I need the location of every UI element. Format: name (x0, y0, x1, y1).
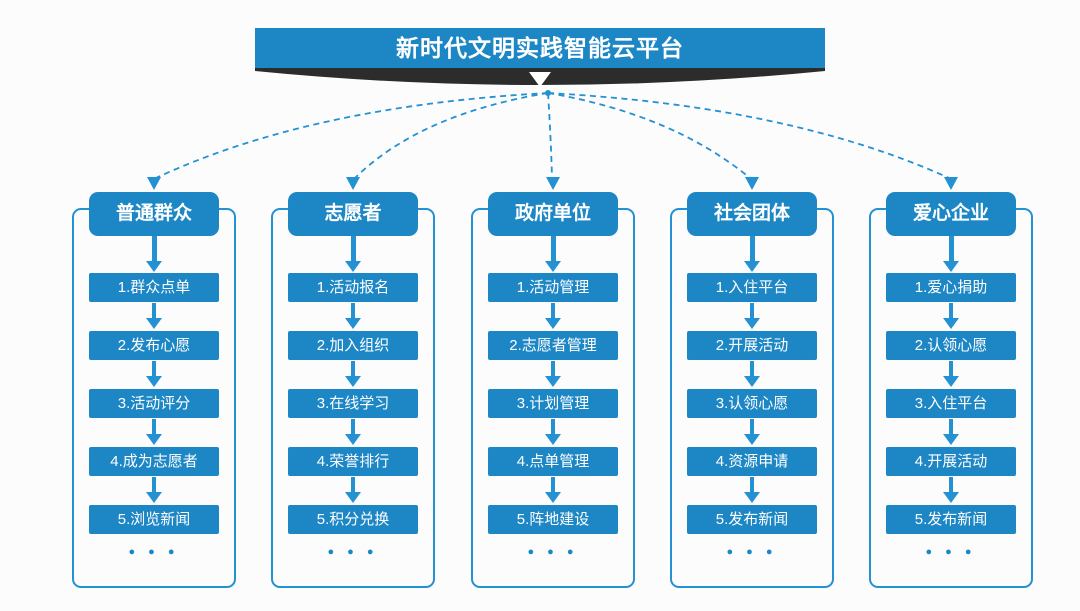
column-social-organizations: 社会团体 1.入住平台 2.开展活动 3.认领心愿 4.资源申请 5.发布新闻 … (670, 192, 834, 602)
more-dots: ● ● ● (327, 546, 379, 558)
more-dots: ● ● ● (128, 546, 180, 558)
column-government-units: 政府单位 1.活动管理 2.志愿者管理 3.计划管理 4.点单管理 5.阵地建设… (471, 192, 635, 602)
step-box: 5.发布新闻 (687, 505, 817, 534)
step-box: 2.发布心愿 (89, 331, 219, 360)
more-dots: ● ● ● (925, 546, 977, 558)
column-header: 政府单位 (488, 192, 618, 236)
more-dots: ● ● ● (726, 546, 778, 558)
step-box: 5.积分兑换 (288, 505, 418, 534)
step-box: 1.活动管理 (488, 273, 618, 302)
step-box: 2.开展活动 (687, 331, 817, 360)
column-volunteers: 志愿者 1.活动报名 2.加入组织 3.在线学习 4.荣誉排行 5.积分兑换 ●… (271, 192, 435, 602)
down-arrow-icon (943, 419, 959, 445)
down-arrow-icon (345, 361, 361, 387)
step-box: 3.计划管理 (488, 389, 618, 418)
down-arrow-icon (943, 477, 959, 503)
step-box: 5.浏览新闻 (89, 505, 219, 534)
more-dots: ● ● ● (527, 546, 579, 558)
step-box: 5.阵地建设 (488, 505, 618, 534)
down-arrow-icon (345, 419, 361, 445)
down-arrow-icon (545, 361, 561, 387)
connector-arrowhead-1 (147, 177, 161, 190)
down-arrow-icon (943, 361, 959, 387)
step-box: 1.入住平台 (687, 273, 817, 302)
step-box: 4.成为志愿者 (89, 447, 219, 476)
down-arrow-icon (146, 236, 162, 272)
step-box: 4.开展活动 (886, 447, 1016, 476)
step-box: 1.爱心捐助 (886, 273, 1016, 302)
connector-arrowhead-4 (745, 177, 759, 190)
column-caring-enterprises: 爱心企业 1.爱心捐助 2.认领心愿 3.入住平台 4.开展活动 5.发布新闻 … (869, 192, 1033, 602)
down-arrow-icon (545, 236, 561, 272)
down-arrow-icon (146, 477, 162, 503)
step-box: 4.点单管理 (488, 447, 618, 476)
column-header: 爱心企业 (886, 192, 1016, 236)
connector-curve-4 (547, 92, 751, 179)
step-box: 4.荣誉排行 (288, 447, 418, 476)
down-arrow-icon (943, 236, 959, 272)
down-arrow-icon (744, 303, 760, 329)
down-arrow-icon (943, 303, 959, 329)
down-arrow-icon (744, 477, 760, 503)
down-arrow-icon (345, 236, 361, 272)
ribbon-down-arrow-icon (529, 72, 551, 87)
down-arrow-icon (545, 303, 561, 329)
connector-curve-3 (547, 92, 553, 179)
step-box: 3.认领心愿 (687, 389, 817, 418)
connector-arrowhead-2 (346, 177, 360, 190)
step-box: 2.认领心愿 (886, 331, 1016, 360)
connector-arrowhead-3 (546, 177, 560, 190)
connector-lines (147, 67, 958, 190)
page-title: 新时代文明实践智能云平台 (255, 28, 825, 68)
down-arrow-icon (146, 361, 162, 387)
down-arrow-icon (545, 477, 561, 503)
down-arrow-icon (146, 303, 162, 329)
step-box: 2.加入组织 (288, 331, 418, 360)
step-box: 1.活动报名 (288, 273, 418, 302)
column-header: 普通群众 (89, 192, 219, 236)
step-box: 3.活动评分 (89, 389, 219, 418)
down-arrow-icon (545, 419, 561, 445)
down-arrow-icon (345, 477, 361, 503)
down-arrow-icon (744, 419, 760, 445)
connector-arrowhead-5 (944, 177, 958, 190)
connector-curve-5 (547, 92, 950, 179)
down-arrow-icon (345, 303, 361, 329)
down-arrow-icon (744, 361, 760, 387)
down-arrow-icon (146, 419, 162, 445)
down-arrow-icon (744, 236, 760, 272)
column-header: 社会团体 (687, 192, 817, 236)
connector-curve-2 (354, 92, 549, 179)
step-box: 1.群众点单 (89, 273, 219, 302)
step-box: 2.志愿者管理 (488, 331, 618, 360)
step-box: 3.在线学习 (288, 389, 418, 418)
step-box: 4.资源申请 (687, 447, 817, 476)
column-ordinary-public: 普通群众 1.群众点单 2.发布心愿 3.活动评分 4.成为志愿者 5.浏览新闻… (72, 192, 236, 602)
column-header: 志愿者 (288, 192, 418, 236)
step-box: 3.入住平台 (886, 389, 1016, 418)
connector-curve-1 (155, 92, 549, 179)
step-box: 5.发布新闻 (886, 505, 1016, 534)
